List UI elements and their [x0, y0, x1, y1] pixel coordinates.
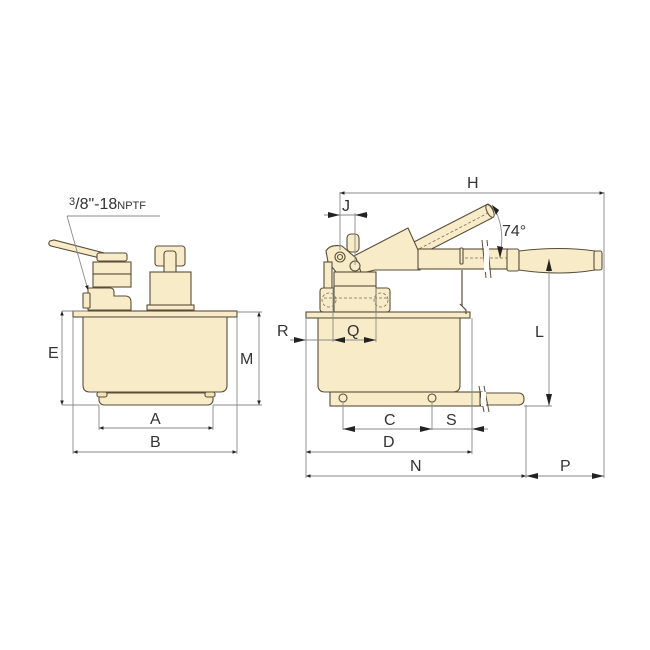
valve-body-upper	[92, 261, 132, 275]
handle-break-gap	[484, 246, 489, 272]
handle-raised-centerline	[414, 212, 489, 252]
dim-d-label: D	[383, 434, 395, 451]
handle-grip-end	[593, 250, 603, 271]
valve-base-block	[87, 287, 132, 311]
dim-j-label: J	[342, 198, 350, 215]
reservoir-tank	[82, 316, 228, 393]
pump-cylinder	[149, 271, 192, 308]
dim-j-arrow-left	[328, 212, 340, 218]
side-reservoir-tank	[317, 317, 461, 393]
dim-q-arrow-left	[333, 337, 345, 343]
dim-p-arrow-right	[592, 473, 604, 479]
dim-p-label: P	[560, 458, 571, 475]
valve-body-mid	[92, 273, 132, 288]
dim-l-label: L	[535, 324, 544, 341]
port-callout-label: 3/8"-18NPTF	[69, 196, 146, 213]
dim-e-label: E	[48, 345, 59, 362]
valve-cap	[96, 252, 128, 262]
dim-l-arrow-top	[546, 259, 552, 271]
lever-socket	[349, 227, 421, 275]
pivot-pin-1-inner	[336, 253, 344, 261]
dim-m-label: M	[240, 351, 253, 368]
dim-h-label: H	[467, 175, 479, 192]
bolt-hidden-left	[321, 292, 337, 308]
dim-p-arrow-left	[526, 473, 538, 479]
side-base-extension	[479, 392, 525, 406]
port-fitting	[82, 292, 91, 309]
handle-grip	[518, 247, 596, 274]
dim-r-arrow	[294, 337, 306, 343]
dim-c-label: C	[384, 412, 396, 429]
angle-arrow-bottom	[497, 246, 503, 258]
mount-hole-right	[427, 393, 437, 403]
side-view: H J 74° L R Q C S	[277, 175, 605, 479]
dim-c-arrow-right	[420, 426, 432, 432]
dim-j-arrow-right	[355, 212, 367, 218]
reservoir-lid	[72, 310, 238, 318]
dim-a-label: A	[150, 411, 161, 428]
dim-q-label: Q	[347, 323, 359, 340]
base-break-gap	[481, 392, 486, 406]
callout-leader	[66, 215, 89, 291]
handle-grip-ferrule	[506, 248, 520, 272]
side-base-rail	[329, 391, 483, 407]
handle-collar	[459, 247, 464, 265]
base-break-2	[483, 385, 490, 413]
side-reservoir-lid	[305, 311, 471, 319]
pump-cylinder-base	[146, 304, 195, 311]
pivot-post	[346, 233, 360, 253]
front-view: 3/8"-18NPTF E M A B	[48, 196, 262, 454]
mount-hole-left	[338, 393, 348, 403]
dim-n-label: N	[410, 458, 422, 475]
base-foot-left	[96, 391, 108, 398]
dim-c-arrow-left	[343, 426, 355, 432]
bolt-hidden-right	[373, 292, 389, 308]
pump-body-inner	[333, 285, 377, 313]
handle-support-hook	[459, 303, 467, 314]
dim-q-arrow-right	[364, 337, 376, 343]
handle-raised-end	[485, 204, 495, 218]
base-foot-right	[204, 391, 216, 398]
angle-arrow-top	[492, 205, 499, 215]
dim-s-arrow	[472, 426, 484, 432]
dim-b-label: B	[150, 434, 161, 451]
base-plate	[98, 392, 214, 406]
dim-r-label: R	[277, 323, 289, 340]
dim-l-arrow-bottom	[546, 394, 552, 406]
angle-label: 74°	[502, 223, 526, 240]
pivot-pin-1	[334, 251, 346, 263]
dim-s-label: S	[446, 412, 457, 429]
